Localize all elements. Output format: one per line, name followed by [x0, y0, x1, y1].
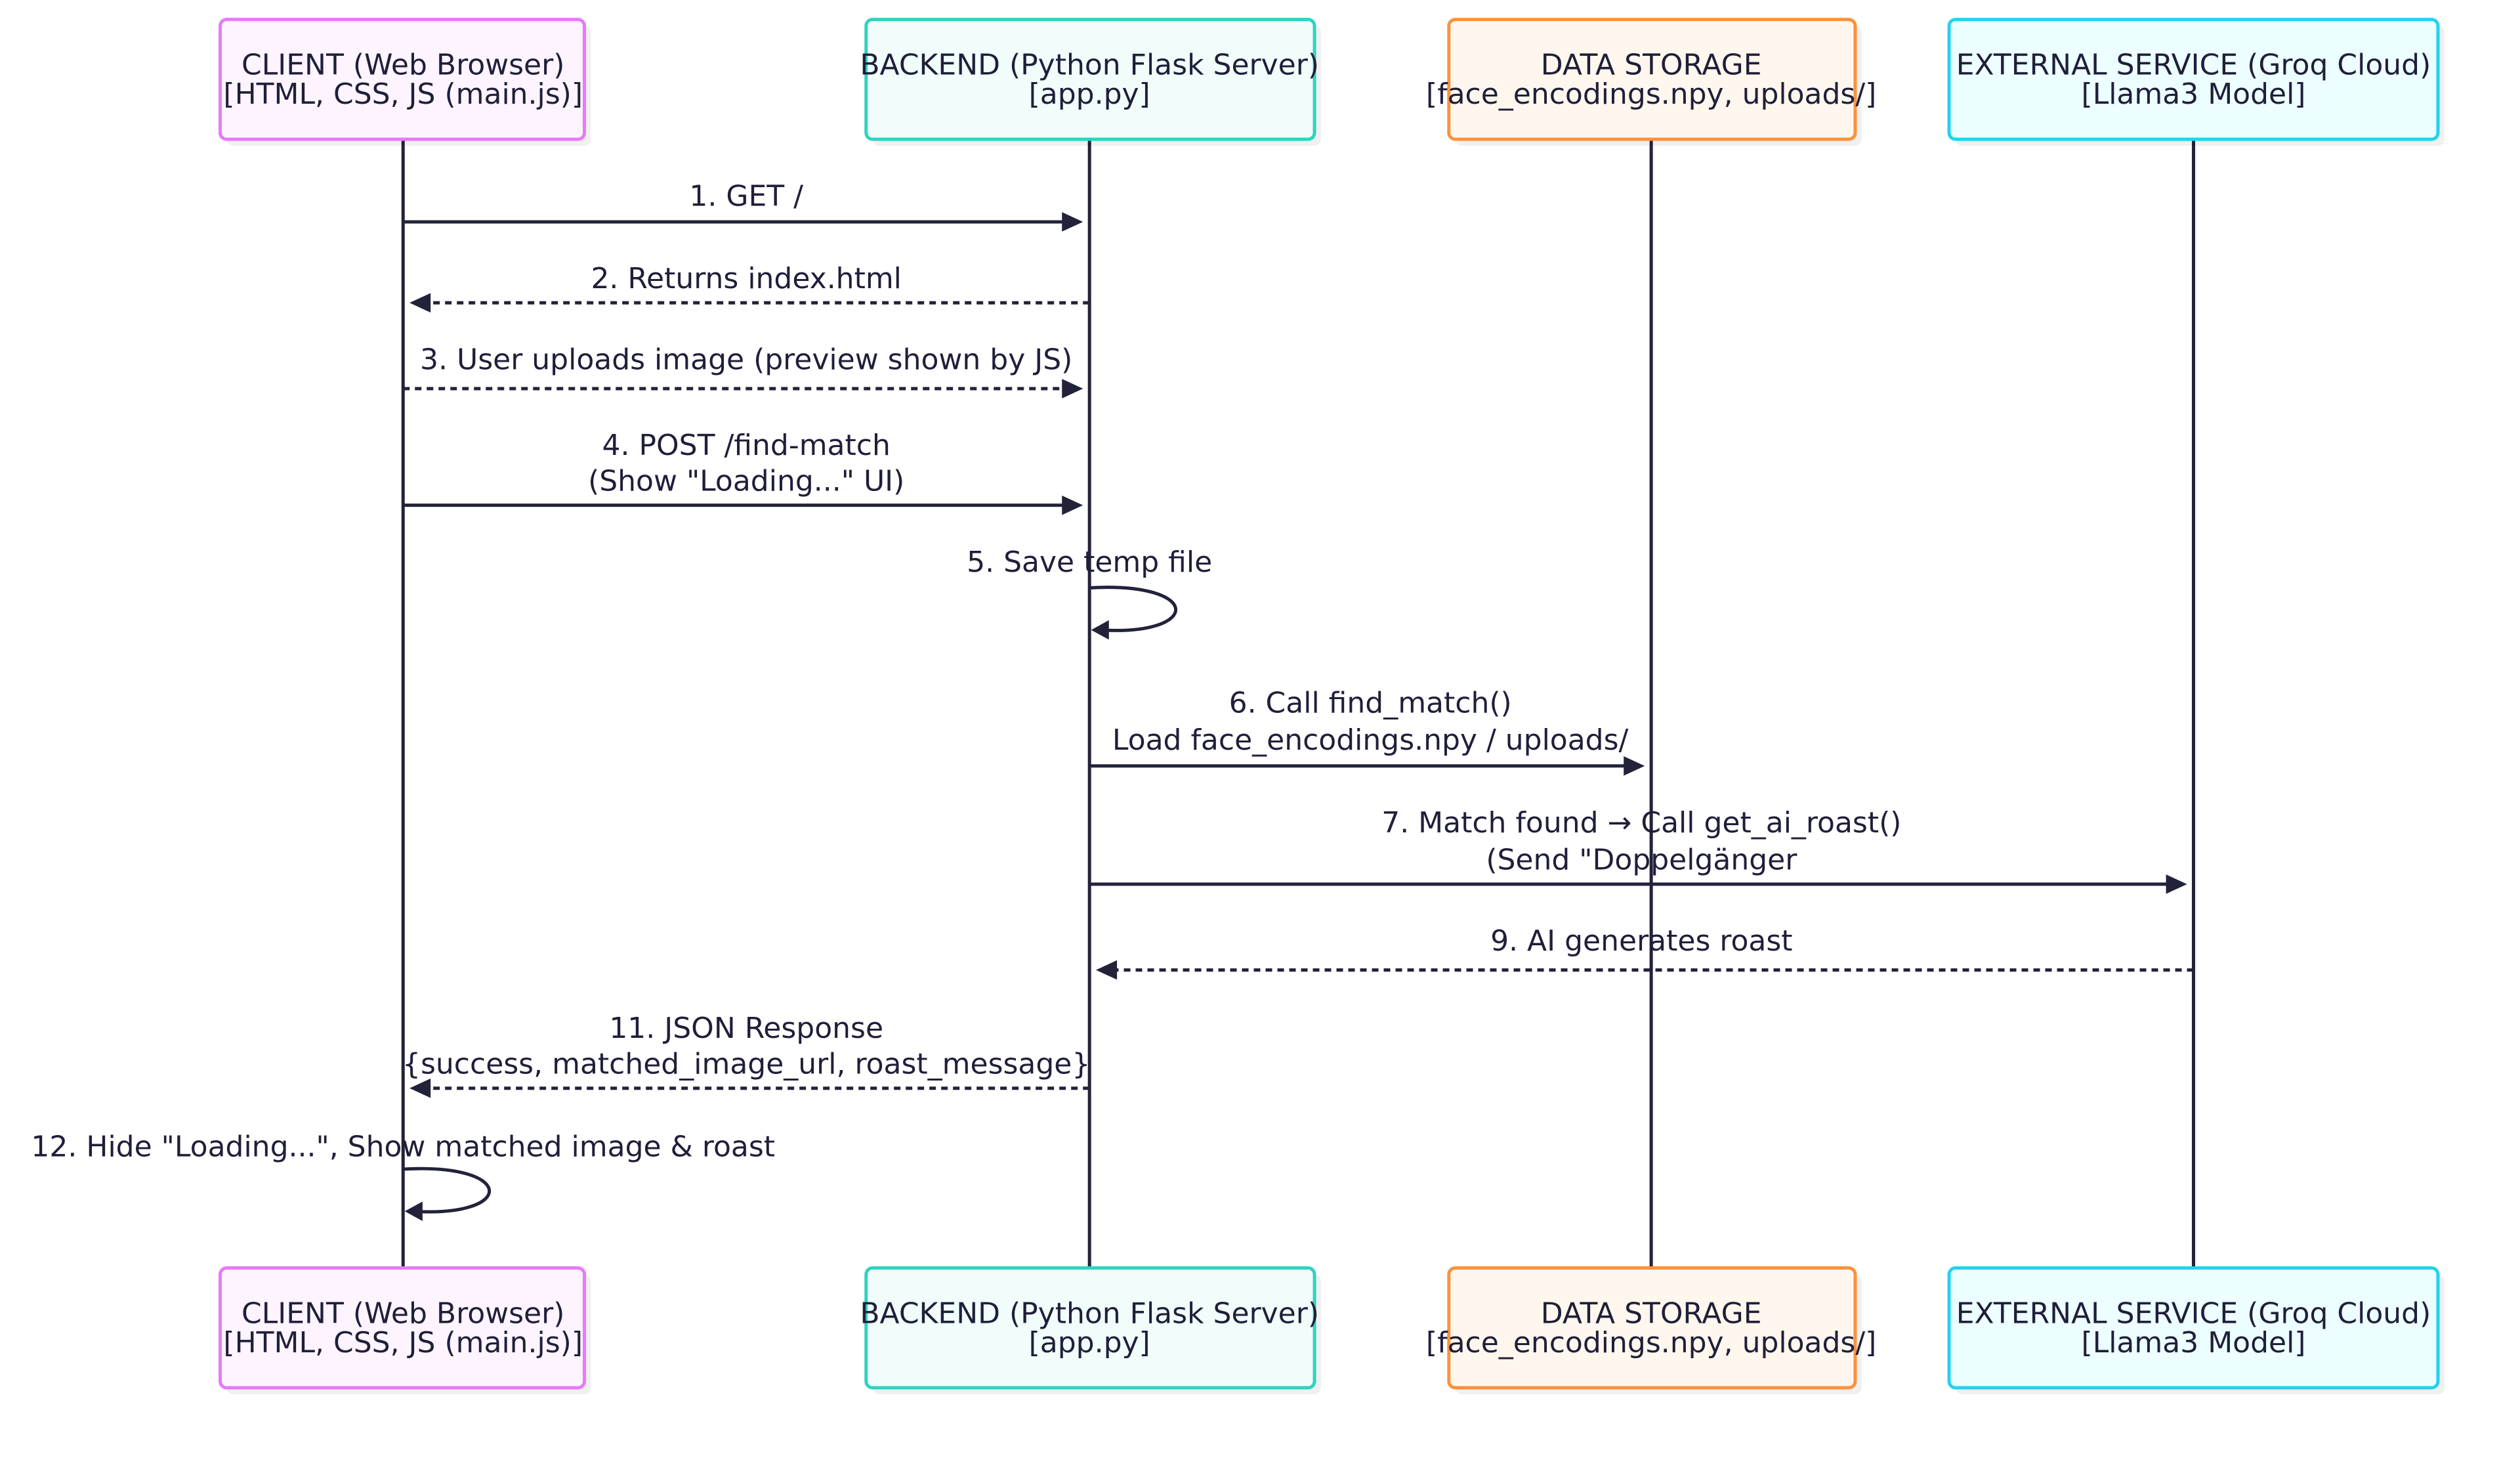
- arrow-head: [2166, 874, 2187, 894]
- participant-label: CLIENT (Web Browser): [242, 48, 564, 81]
- arrow-head: [1091, 620, 1109, 640]
- participant-box: [864, 18, 1316, 141]
- message-label: {success, matched_image_url, roast_messa…: [402, 1047, 1090, 1081]
- messages: 1. GET / 2. Returns index.html 3. User upl…: [31, 179, 2194, 1221]
- message-10: 12. Hide "Loading...", Show matched imag…: [31, 1130, 775, 1221]
- arrow-head: [1096, 960, 1118, 980]
- participant-box: [864, 1266, 1316, 1390]
- participant-head-external: EXTERNAL SERVICE (Groq Cloud)[Llama3 Mod…: [1947, 18, 2445, 146]
- arrow-head: [404, 1201, 423, 1221]
- message-5: 5. Save temp file: [967, 546, 1212, 640]
- message-label: Load face_encodings.npy / uploads/: [1112, 723, 1629, 757]
- message-label: 11. JSON Response: [609, 1012, 883, 1045]
- participant-box: [1947, 18, 2440, 141]
- message-label: 5. Save temp file: [967, 546, 1212, 579]
- participant-label: DATA STORAGE: [1541, 48, 1762, 81]
- participant-footers: CLIENT (Web Browser)[HTML, CSS, JS (main…: [218, 1266, 2445, 1394]
- message-label: 6. Call find_match(): [1229, 686, 1512, 719]
- participant-label: [app.py]: [1029, 1326, 1150, 1360]
- lifelines: [401, 139, 2196, 1268]
- arrow-head: [410, 293, 431, 313]
- message-label: 9. AI generates roast: [1490, 924, 1792, 958]
- self-call-loop: [1089, 586, 1177, 632]
- participant-foot-client: CLIENT (Web Browser)[HTML, CSS, JS (main…: [218, 1266, 591, 1394]
- message-2: 2. Returns index.html: [410, 262, 1090, 313]
- participant-label: [Llama3 Model]: [2082, 77, 2306, 111]
- participant-foot-backend: BACKEND (Python Flask Server)[app.py]: [860, 1266, 1321, 1394]
- message-label: 2. Returns index.html: [591, 262, 901, 295]
- message-label: 7. Match found → Call get_ai_roast(): [1381, 806, 1901, 840]
- participant-label: [HTML, CSS, JS (main.js)]: [223, 77, 583, 111]
- participant-label: [HTML, CSS, JS (main.js)]: [223, 1326, 583, 1360]
- participant-label: BACKEND (Python Flask Server): [860, 1297, 1319, 1330]
- participant-foot-storage: DATA STORAGE[face_encodings.npy, uploads…: [1426, 1266, 1876, 1394]
- message-4: 4. POST /find-match(Show "Loading..." UI…: [403, 429, 1083, 515]
- participant-head-storage: DATA STORAGE[face_encodings.npy, uploads…: [1426, 18, 1876, 146]
- participant-box: [1447, 1266, 1857, 1390]
- participant-box: [218, 1266, 587, 1390]
- participant-foot-external: EXTERNAL SERVICE (Groq Cloud)[Llama3 Mod…: [1947, 1266, 2445, 1394]
- participant-label: [face_encodings.npy, uploads/]: [1426, 1326, 1876, 1360]
- arrow-head: [410, 1078, 431, 1098]
- message-label: (Show "Loading..." UI): [588, 464, 904, 498]
- arrow-head: [1062, 212, 1083, 232]
- participant-head-backend: BACKEND (Python Flask Server)[app.py]: [860, 18, 1321, 146]
- arrow-head: [1062, 379, 1083, 398]
- message-7: 7. Match found → Call get_ai_roast() (Sen…: [1089, 806, 2187, 894]
- message-label: (Send "Doppelgänger: [1486, 844, 1797, 877]
- message-3: 3. User uploads image (preview shown by …: [403, 343, 1083, 398]
- participant-head-client: CLIENT (Web Browser)[HTML, CSS, JS (main…: [218, 18, 591, 146]
- participant-box: [1947, 1266, 2440, 1390]
- message-label: 3. User uploads image (preview shown by …: [420, 343, 1072, 376]
- participant-label: EXTERNAL SERVICE (Groq Cloud): [1956, 48, 2431, 81]
- participant-headers: CLIENT (Web Browser)[HTML, CSS, JS (main…: [218, 18, 2445, 146]
- participant-label: EXTERNAL SERVICE (Groq Cloud): [1956, 1297, 2431, 1330]
- message-8: 9. AI generates roast: [1096, 924, 2194, 980]
- message-label: 12. Hide "Loading...", Show matched imag…: [31, 1130, 775, 1163]
- participant-label: [Llama3 Model]: [2082, 1326, 2306, 1360]
- message-9: 11. JSON Response{success, matched_image…: [402, 1012, 1090, 1098]
- arrow-head: [1624, 756, 1645, 776]
- message-label: 1. GET /: [689, 179, 803, 213]
- participant-label: DATA STORAGE: [1541, 1297, 1762, 1330]
- participant-box: [1447, 18, 1857, 141]
- message-1: 1. GET /: [403, 179, 1083, 232]
- participant-box: [218, 18, 587, 141]
- participant-label: CLIENT (Web Browser): [242, 1297, 564, 1330]
- message-label: 4. POST /find-match: [602, 429, 891, 462]
- participant-label: [face_encodings.npy, uploads/]: [1426, 77, 1876, 111]
- participant-label: BACKEND (Python Flask Server): [860, 48, 1319, 81]
- message-6: 6. Call find_match() Load face_encodings.…: [1089, 686, 1645, 776]
- arrow-head: [1062, 495, 1083, 515]
- participant-label: [app.py]: [1029, 77, 1150, 111]
- self-call-loop: [403, 1167, 492, 1214]
